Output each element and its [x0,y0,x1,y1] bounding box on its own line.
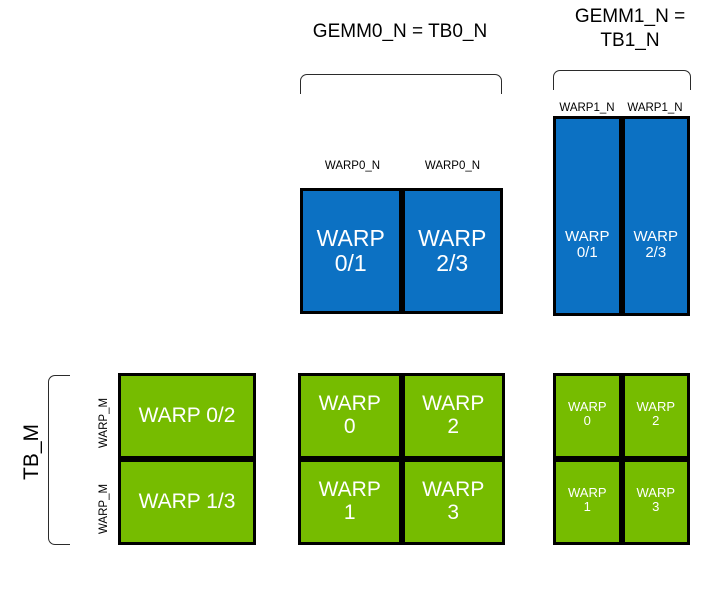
green-center-cell-warp-0[interactable]: WARP 0 [298,373,402,459]
green-left-cell-warp-1-3[interactable]: WARP 1/3 [118,459,256,545]
green-center-column-0: WARP 0 WARP 1 [298,373,402,545]
green-left-cell-warp-0-2[interactable]: WARP 0/2 [118,373,256,459]
blue-right-cell-warp-0-1[interactable]: WARP 0/1 [553,116,622,316]
green-right-cell-warp-1[interactable]: WARP 1 [553,459,622,545]
label-warp-m-lower: WARP_M [98,483,110,534]
green-center-group: WARP 0 WARP 1 WARP 2 WARP 3 [298,373,505,545]
tick-label-warp1-n-left: WARP1_N [559,102,615,114]
blue-center-group: WARP 0/1 WARP 2/3 [300,188,503,314]
bracket-gemm1-n [553,70,691,90]
label-warp-m-upper: WARP_M [98,397,110,448]
green-center-column-1: WARP 2 WARP 3 [401,373,505,545]
blue-center-cell-warp-0-1[interactable]: WARP 0/1 [300,188,402,314]
tick-label-warp1-n-right: WARP1_N [627,102,683,114]
green-right-cell-warp-2[interactable]: WARP 2 [621,373,690,459]
green-right-column-0: WARP 0 WARP 1 [553,373,622,545]
green-center-cell-warp-3[interactable]: WARP 3 [401,459,505,545]
green-center-cell-warp-2[interactable]: WARP 2 [401,373,505,459]
blue-right-cell-warp-2-3[interactable]: WARP 2/3 [621,116,690,316]
green-center-cell-warp-1[interactable]: WARP 1 [298,459,402,545]
green-right-cell-warp-3[interactable]: WARP 3 [621,459,690,545]
green-left-group: WARP 0/2 WARP 1/3 [118,373,256,545]
blue-center-cell-warp-2-3[interactable]: WARP 2/3 [401,188,503,314]
blue-right-group: WARP 0/1 WARP 2/3 [553,116,690,316]
tick-label-warp0-n-left: WARP0_N [324,160,381,172]
tick-label-warp0-n-right: WARP0_N [424,160,481,172]
green-right-group: WARP 0 WARP 1 WARP 2 WARP 3 [553,373,690,545]
label-tb-m: TB_M [20,423,43,480]
green-right-column-1: WARP 2 WARP 3 [621,373,690,545]
bracket-gemm0-n [300,74,502,94]
bracket-tb-m [48,375,70,545]
heading-gemm0: GEMM0_N = TB0_N [312,21,488,42]
heading-gemm1: GEMM1_N = TB1_N [574,6,686,51]
green-right-cell-warp-0[interactable]: WARP 0 [553,373,622,459]
